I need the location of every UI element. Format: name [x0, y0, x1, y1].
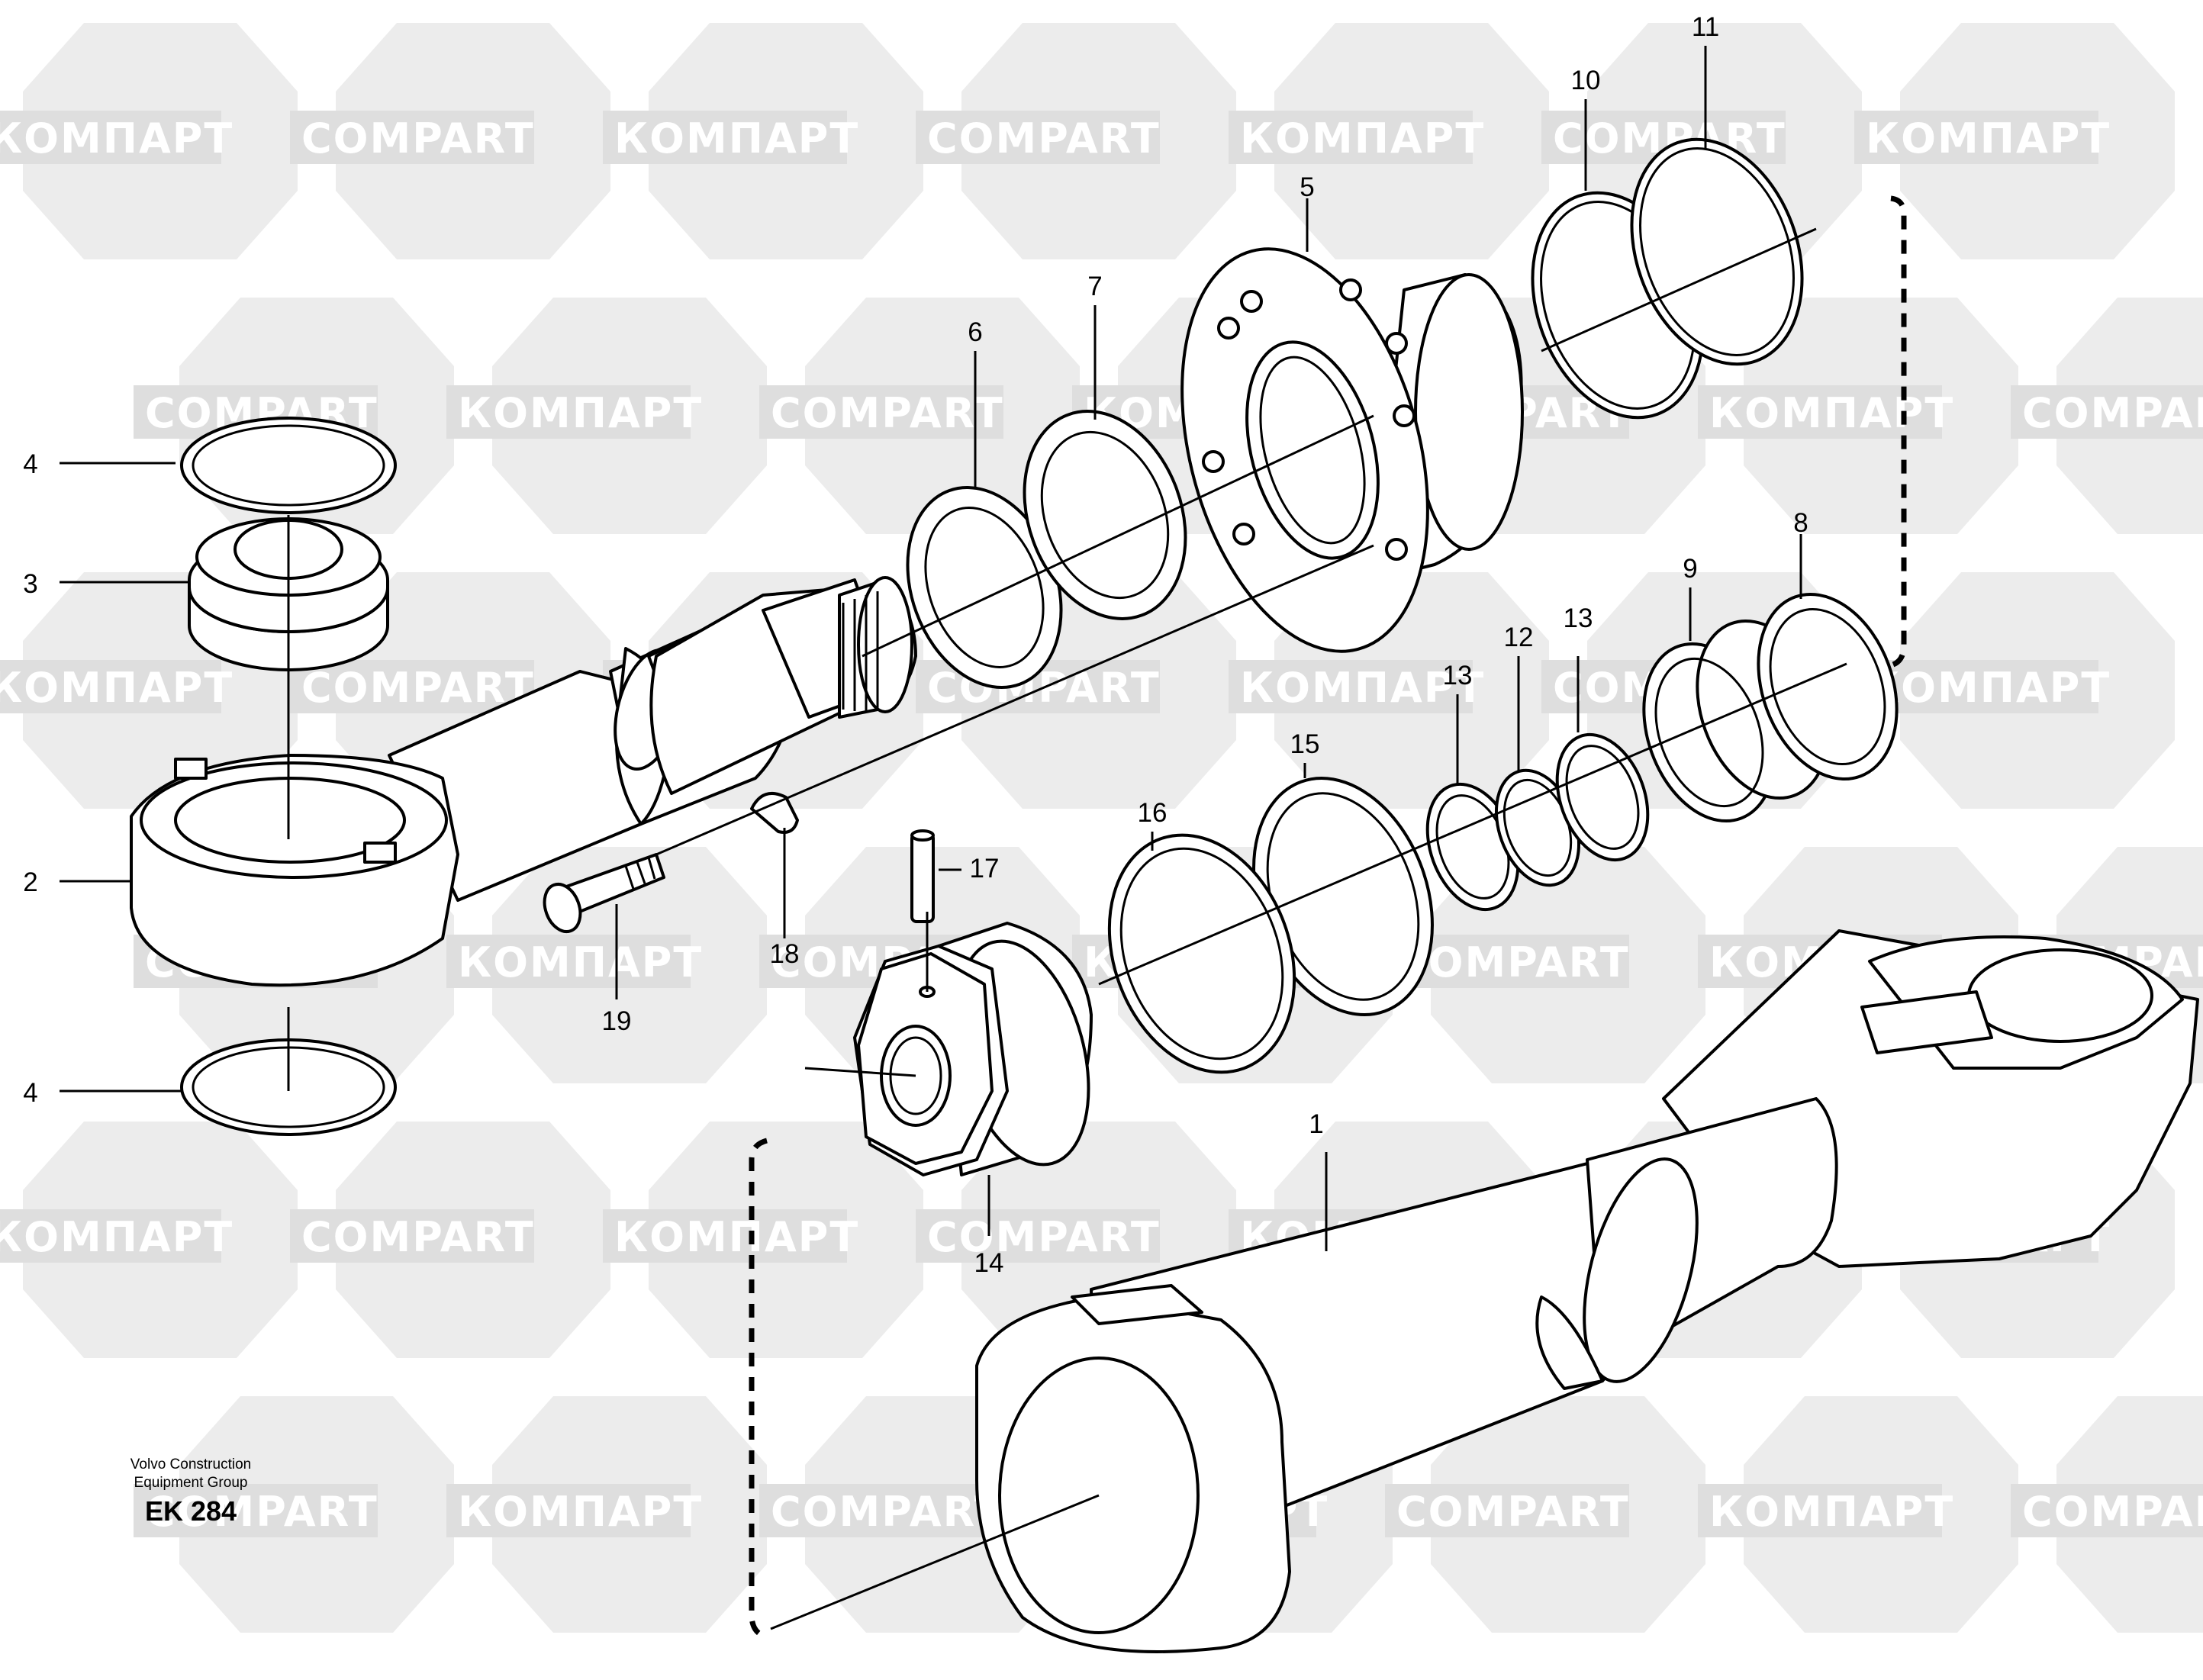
- watermark-text: COMPART: [1396, 1488, 1630, 1536]
- watermark-band: [916, 111, 1160, 164]
- watermark-band: [759, 1484, 1003, 1537]
- watermark-text: КОМПАРТ: [1709, 389, 1954, 437]
- watermark-text: КОМПАРТ: [1866, 664, 2111, 712]
- watermark-band: [0, 660, 221, 713]
- watermark-band: [759, 385, 1003, 439]
- watermark-text: COMPART: [927, 114, 1161, 163]
- callout-number: 14: [974, 1248, 1004, 1278]
- diagram-footer: Volvo Construction Equipment Group EK 28…: [92, 1456, 290, 1527]
- watermark-band: [916, 1209, 1160, 1263]
- watermark-band: [2011, 385, 2203, 439]
- watermark-text: КОМПАРТ: [1240, 114, 1485, 163]
- callout-number: 12: [1504, 623, 1534, 652]
- watermark-text: COMPART: [1396, 938, 1630, 986]
- watermark-band: [1854, 111, 2098, 164]
- watermark-band: [446, 1484, 691, 1537]
- callout-number: 11: [1692, 12, 1719, 42]
- watermark-text: COMPART: [301, 664, 535, 712]
- footer-company-line1: Volvo Construction: [130, 1456, 252, 1472]
- watermark-band: [446, 385, 691, 439]
- watermark-text: КОМПАРТ: [1866, 114, 2111, 163]
- watermark-band: [1229, 111, 1473, 164]
- pin-17: [910, 829, 935, 923]
- callout-number: 19: [602, 1006, 632, 1036]
- cylinder-head: [1180, 247, 1524, 653]
- assembly-guide-left: [749, 1138, 768, 1640]
- watermark-band: [1698, 1484, 1942, 1537]
- watermark-text: КОМПАРТ: [614, 1213, 859, 1261]
- watermark-band: [603, 111, 847, 164]
- watermark-text: COMPART: [301, 1213, 535, 1261]
- watermark-text: КОМПАРТ: [1240, 664, 1485, 712]
- callout-number: 10: [1571, 66, 1601, 95]
- callout-number: 3: [23, 569, 37, 599]
- callout-number: 8: [1793, 508, 1808, 538]
- assembly-guide-right: [1889, 195, 1907, 668]
- watermark-text: КОМПАРТ: [458, 938, 703, 986]
- watermark-text: КОМПАРТ: [1709, 1488, 1954, 1536]
- watermark-text: COMPART: [771, 389, 1004, 437]
- rod-eye: [130, 670, 643, 987]
- watermark-band: [290, 1209, 534, 1263]
- seal-7: [1023, 410, 1187, 620]
- watermark-text: COMPART: [2022, 389, 2203, 437]
- callout-number: 9: [1683, 554, 1697, 584]
- watermark-text: КОМПАРТ: [458, 1488, 703, 1536]
- callout-number: 7: [1087, 272, 1102, 301]
- watermark-text: COMPART: [145, 1488, 378, 1536]
- footer-company-line2: Equipment Group: [134, 1475, 248, 1491]
- watermark-text: КОМПАРТ: [458, 389, 703, 437]
- watermark-text: КОМПАРТ: [0, 1213, 234, 1261]
- watermark-text: КОМПАРТ: [614, 114, 859, 163]
- watermark-band: [603, 1209, 847, 1263]
- watermark-band: [1385, 1484, 1629, 1537]
- watermark-text: COMPART: [927, 1213, 1161, 1261]
- watermark-band: [134, 1484, 378, 1537]
- cylinder-tube: [975, 929, 2199, 1653]
- watermark-text: COMPART: [771, 1488, 1004, 1536]
- watermark-text: COMPART: [301, 114, 535, 163]
- callout-number: 4: [23, 1078, 37, 1108]
- callout-number: 13: [1443, 661, 1473, 690]
- callout-number: 5: [1300, 172, 1314, 202]
- callout-number: 2: [23, 867, 37, 897]
- ring-11: [1630, 137, 1804, 366]
- watermark-band: [0, 1209, 221, 1263]
- callout-number: 6: [968, 317, 982, 347]
- circlip-upper: [180, 417, 397, 514]
- watermark-text: COMPART: [2022, 1488, 2203, 1536]
- watermark-band: [0, 111, 221, 164]
- watermark-band: [2011, 1484, 2203, 1537]
- callout-number: 4: [23, 449, 37, 479]
- leader-lines: [60, 46, 1847, 1630]
- screw-19: [543, 853, 665, 933]
- callout-number: 15: [1290, 729, 1320, 759]
- watermark-band: [290, 111, 534, 164]
- watermark-band: [446, 935, 691, 988]
- watermark-band: [290, 660, 534, 713]
- piston-rod: [609, 586, 862, 826]
- seal-8: [1757, 592, 1899, 781]
- watermark-text: КОМПАРТ: [0, 114, 234, 163]
- callout-number: 13: [1564, 603, 1593, 633]
- seal-13-right: [1555, 732, 1650, 862]
- watermark-band: [1229, 660, 1473, 713]
- guide-ring-16: [1107, 833, 1296, 1074]
- watermark-text: КОМПАРТ: [0, 664, 234, 712]
- callout-number: 1: [1309, 1109, 1323, 1139]
- callout-number: 18: [770, 939, 800, 969]
- callout-number: 17: [970, 854, 1000, 883]
- footer-diagram-code: EK 284: [144, 1495, 237, 1527]
- piston: [853, 922, 1093, 1176]
- callout-number: 16: [1138, 798, 1168, 828]
